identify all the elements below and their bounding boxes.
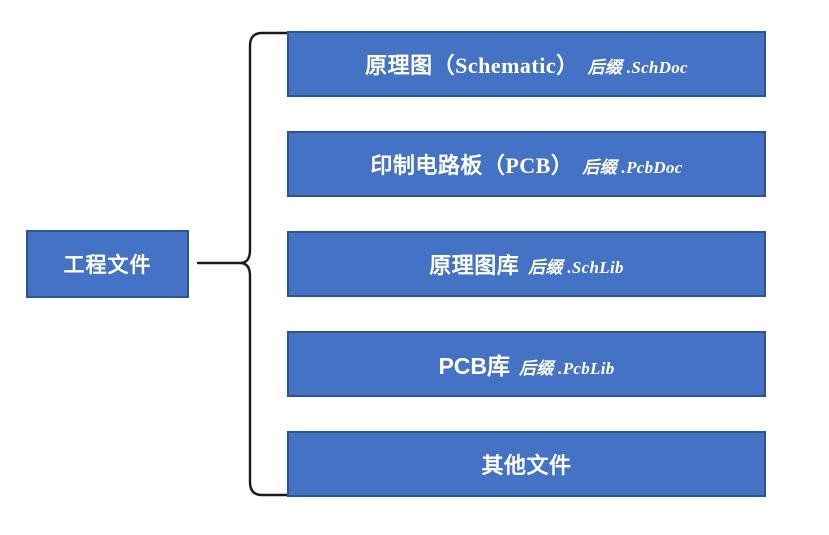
node-file-extension: 后缀 .PcbLib <box>519 359 615 378</box>
node-file-extension: 后缀 .SchDoc <box>587 58 688 77</box>
node-schematic[interactable]: 原理图（Schematic） 后缀 .SchDoc <box>287 31 766 97</box>
node-content: 原理图库 后缀 .SchLib <box>429 248 624 280</box>
node-label: 工程文件 <box>63 253 152 277</box>
node-label: 其他文件 <box>481 453 572 478</box>
node-content: PCB库 后缀 .PcbLib <box>438 347 614 381</box>
node-label: 原理图（Schematic） <box>365 53 579 78</box>
node-content: 其他文件 <box>481 448 571 480</box>
node-project-file[interactable]: 工程文件 <box>26 230 189 298</box>
node-label: PCB库 <box>438 353 510 379</box>
brace-path <box>196 31 289 497</box>
node-schematic-library[interactable]: 原理图库 后缀 .SchLib <box>287 231 766 297</box>
node-pcb[interactable]: 印制电路板（PCB） 后缀 .PcbDoc <box>287 131 766 197</box>
node-label: 印制电路板（PCB） <box>370 153 574 178</box>
node-file-extension: 后缀 .SchLib <box>528 258 624 277</box>
node-file-extension: 后缀 .PcbDoc <box>582 158 683 177</box>
node-pcb-library[interactable]: PCB库 后缀 .PcbLib <box>287 331 766 397</box>
node-content: 原理图（Schematic） 后缀 .SchDoc <box>365 48 688 80</box>
node-label: 原理图库 <box>429 253 520 278</box>
node-content: 印制电路板（PCB） 后缀 .PcbDoc <box>370 148 682 180</box>
node-other-files[interactable]: 其他文件 <box>287 431 766 497</box>
